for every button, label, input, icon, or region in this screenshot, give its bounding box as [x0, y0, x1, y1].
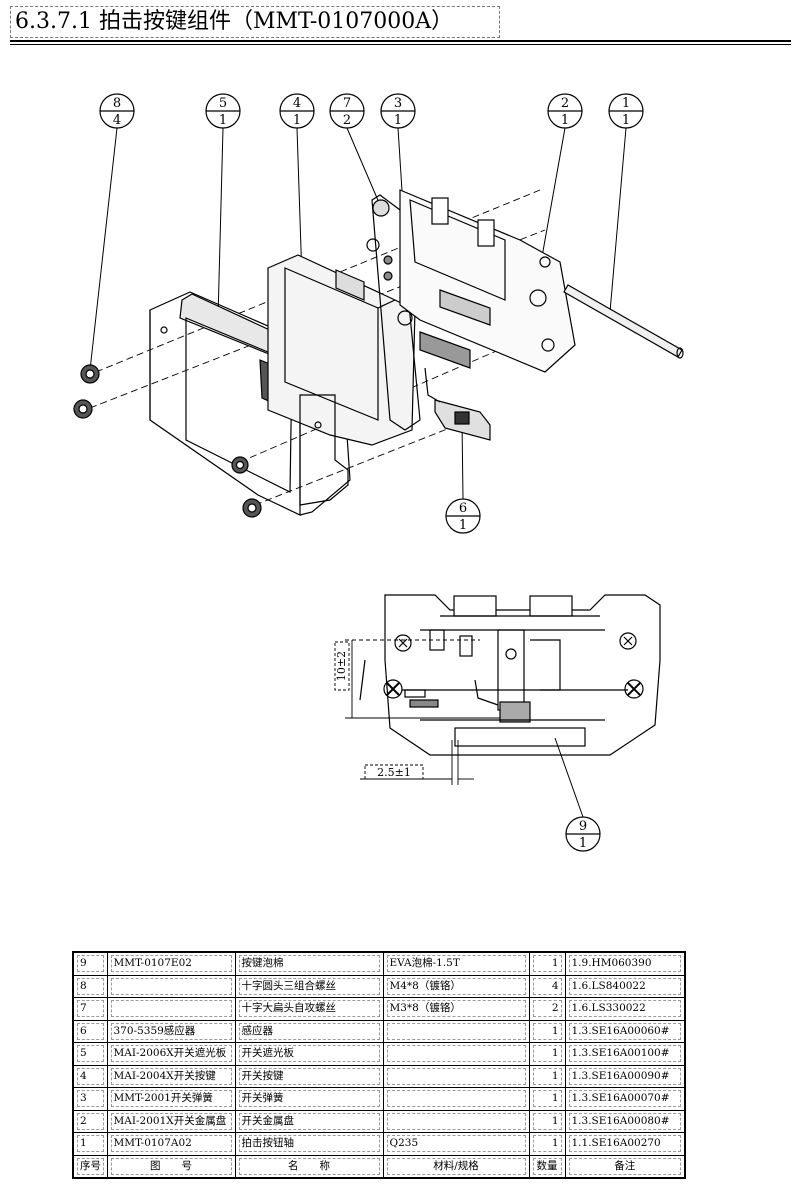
switch-key-part-4	[267, 254, 416, 446]
svg-text:8: 8	[113, 96, 121, 111]
svg-text:1: 1	[219, 113, 227, 128]
balloon-item-6: 6 1	[445, 498, 481, 534]
svg-text:1: 1	[579, 836, 587, 851]
sensor-part-6	[424, 367, 491, 441]
svg-text:2: 2	[343, 113, 351, 128]
page-title: 6.3.7.1 拍击按键组件（MMT-0107000A）	[10, 6, 500, 38]
assembly-drawing: 8 4 5 1 4 1 7 2 3 1 2 1 1 1 6 1 9 1	[73, 93, 684, 852]
svg-text:4: 4	[293, 96, 301, 111]
svg-text:7: 7	[343, 96, 351, 111]
hinge-shaft-part-1	[563, 284, 684, 359]
svg-text:4: 4	[113, 113, 121, 128]
svg-text:9: 9	[579, 819, 587, 834]
svg-text:1: 1	[622, 113, 630, 128]
balloon-item-9: 9 1	[565, 816, 601, 852]
table-header-row: 序号图 号 名 称材料/规格 数量备注	[72, 1154, 686, 1179]
svg-text:1: 1	[293, 113, 301, 128]
balloon-item-2: 2 1	[547, 93, 583, 129]
svg-text:3: 3	[394, 96, 402, 111]
balloon-item-3: 3 1	[380, 93, 416, 129]
title-underline-thin	[10, 44, 791, 45]
svg-text:5: 5	[219, 96, 227, 111]
screws-part-8	[73, 364, 262, 518]
side-bracket	[299, 394, 349, 506]
dim-vertical-label: 10±2	[335, 651, 348, 681]
metal-plate-part-2	[399, 189, 576, 373]
svg-text:1: 1	[394, 113, 402, 128]
balloon-item-4: 4 1	[279, 93, 315, 129]
dim-horizontal-label: 2.5±1	[377, 766, 411, 779]
balloon-item-1: 1 1	[608, 93, 644, 129]
svg-text:1: 1	[561, 113, 569, 128]
balloon-item-8: 8 4	[99, 93, 135, 129]
front-view	[359, 594, 661, 756]
dimension-vertical: 10±2	[334, 639, 500, 719]
leader-lines	[89, 127, 627, 818]
svg-text:1: 1	[622, 96, 630, 111]
svg-text:1: 1	[459, 518, 467, 533]
balloon-item-7: 7 2	[329, 93, 365, 129]
dimension-horizontal: 2.5±1	[360, 740, 474, 785]
title-underline	[10, 40, 791, 42]
svg-text:6: 6	[459, 501, 467, 516]
svg-text:2: 2	[561, 96, 569, 111]
balloon-item-5: 5 1	[205, 93, 241, 129]
